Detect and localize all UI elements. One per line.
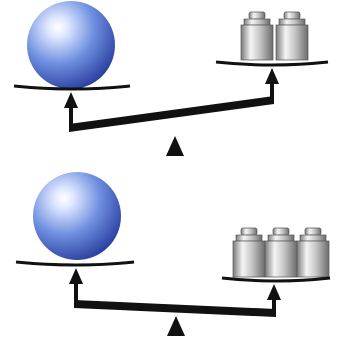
weight-bottom-1 <box>232 227 266 278</box>
scale-bottom <box>15 172 331 336</box>
beam-bottom <box>74 300 276 317</box>
weight-top-1 <box>240 11 274 61</box>
scale-top <box>13 1 329 156</box>
fulcrum-bottom <box>167 316 185 336</box>
weights-bottom <box>232 227 330 278</box>
weights-top <box>240 11 309 61</box>
left-support-bottom <box>69 268 83 304</box>
weight-top-2 <box>275 11 309 61</box>
right-pan-bottom <box>221 276 331 283</box>
fulcrum-top <box>166 136 184 156</box>
sphere-bottom <box>33 172 121 260</box>
weight-bottom-3 <box>296 227 330 278</box>
weight-bottom-2 <box>264 227 298 278</box>
right-support-bottom <box>267 284 281 314</box>
right-pan-top <box>215 60 329 67</box>
right-support-top <box>265 68 279 100</box>
sphere-top <box>27 1 115 89</box>
left-pan-top <box>13 84 131 91</box>
left-pan-bottom <box>15 260 135 267</box>
beam-top <box>69 96 274 132</box>
left-support-top <box>64 92 78 128</box>
